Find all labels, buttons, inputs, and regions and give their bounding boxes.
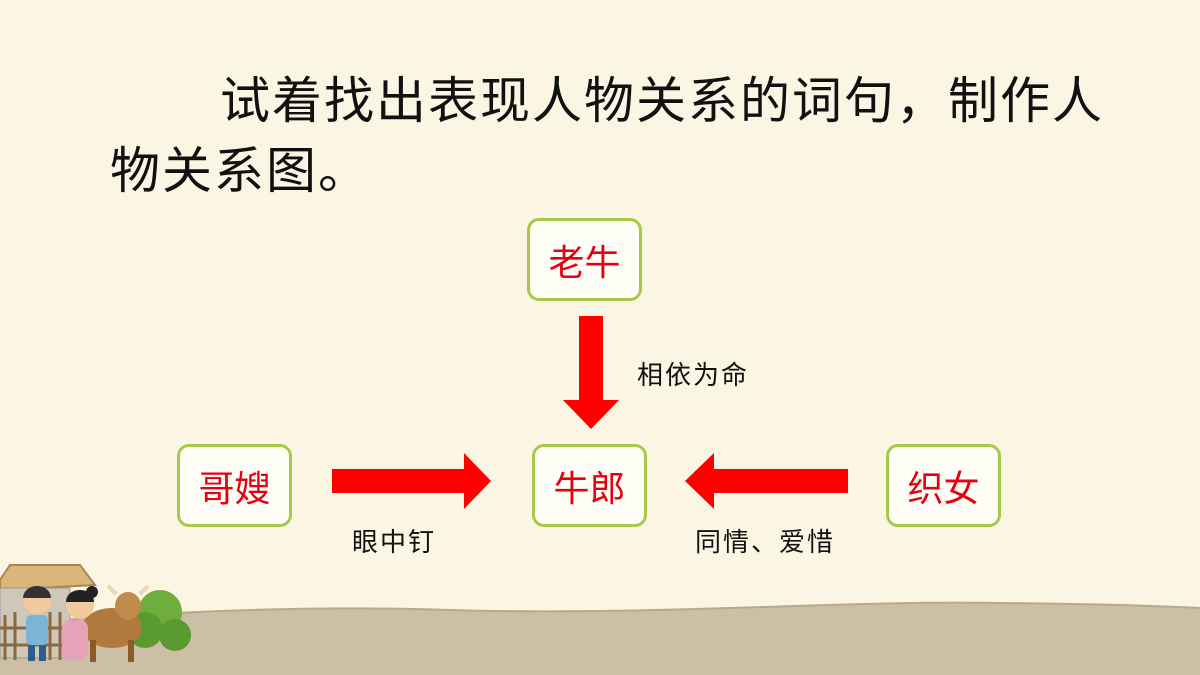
- node-zhinu: 织女: [886, 444, 1001, 527]
- arrow-sister-in-law-to-niulang: [332, 453, 491, 509]
- relation-label-sister-in-law: 眼中钉: [352, 528, 437, 558]
- relation-label-old-ox: 相依为命: [637, 361, 750, 391]
- node-niulang: 牛郎: [532, 444, 647, 527]
- instruction-text: 试着找出表现人物关系的词句，制作人物关系图。: [110, 72, 1104, 200]
- node-sister-in-law: 哥嫂: [177, 444, 292, 527]
- node-old-ox: 老牛: [527, 218, 642, 301]
- arrow-old-ox-to-niulang: [563, 316, 619, 429]
- relation-label-zhinu: 同情、爱惜: [695, 528, 836, 558]
- arrow-zhinu-to-niulang: [685, 453, 848, 509]
